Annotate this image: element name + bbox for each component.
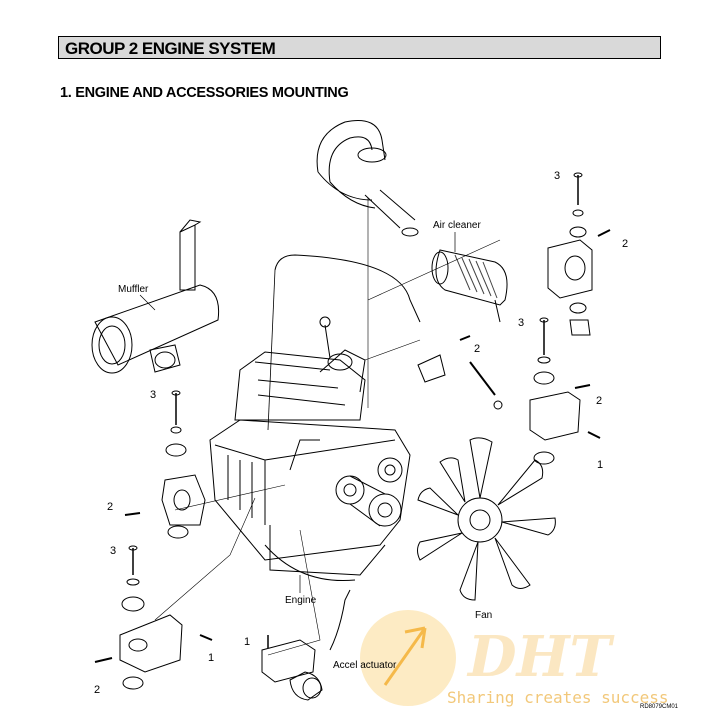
label-accel-actuator: Accel actuator xyxy=(333,660,397,671)
throttle-bracket: 2 xyxy=(417,335,503,410)
callout-3-left-rear: 3 xyxy=(110,545,116,557)
callout-1-actuator: 1 xyxy=(244,636,250,648)
mount-left-rear: 3 2 1 xyxy=(94,545,214,696)
callout-3-right-front: 3 xyxy=(554,170,560,182)
engine-block: Engine xyxy=(209,316,411,606)
mount-right-rear: 3 2 1 xyxy=(518,317,603,471)
watermark-tagline: Sharing creates success xyxy=(447,688,669,707)
callout-2-right-rear: 2 xyxy=(596,395,602,407)
label-fan: Fan xyxy=(475,610,492,621)
callout-1-right-rear: 1 xyxy=(597,459,603,471)
section-title: 1. ENGINE AND ACCESSORIES MOUNTING xyxy=(60,85,349,101)
callout-2-left-rear: 2 xyxy=(94,684,100,696)
label-air-cleaner: Air cleaner xyxy=(433,220,481,231)
fan: Fan xyxy=(417,437,556,621)
callout-3-left-front: 3 xyxy=(150,389,156,401)
callout-2-right-front: 2 xyxy=(622,238,628,250)
throttle-cable xyxy=(274,254,421,323)
muffler: Muffler xyxy=(91,219,220,374)
group-title-bar: GROUP 2 ENGINE SYSTEM xyxy=(58,36,661,59)
mount-right-front: 3 2 xyxy=(547,170,628,336)
watermark: DHT Sharing creates success xyxy=(360,610,669,707)
watermark-arrow-icon xyxy=(383,626,427,686)
mount-left-front: 3 2 xyxy=(107,389,206,539)
watermark-circle xyxy=(360,610,456,706)
leader-lines xyxy=(154,198,501,656)
intake-pipe xyxy=(316,120,419,237)
accel-actuator: 1 Accel actuator xyxy=(244,589,397,701)
air-cleaner: Air cleaner xyxy=(431,220,508,323)
watermark-logo: DHT xyxy=(466,624,615,690)
figure-code: RD8079CM01 xyxy=(640,704,679,710)
callout-1-left-rear: 1 xyxy=(208,652,214,664)
callout-3-right-rear: 3 xyxy=(518,317,524,329)
callout-2-throttle: 2 xyxy=(474,343,480,355)
label-muffler: Muffler xyxy=(118,284,149,295)
callout-2-left-front: 2 xyxy=(107,501,113,513)
label-engine: Engine xyxy=(285,595,317,606)
group-title: GROUP 2 ENGINE SYSTEM xyxy=(65,39,276,58)
